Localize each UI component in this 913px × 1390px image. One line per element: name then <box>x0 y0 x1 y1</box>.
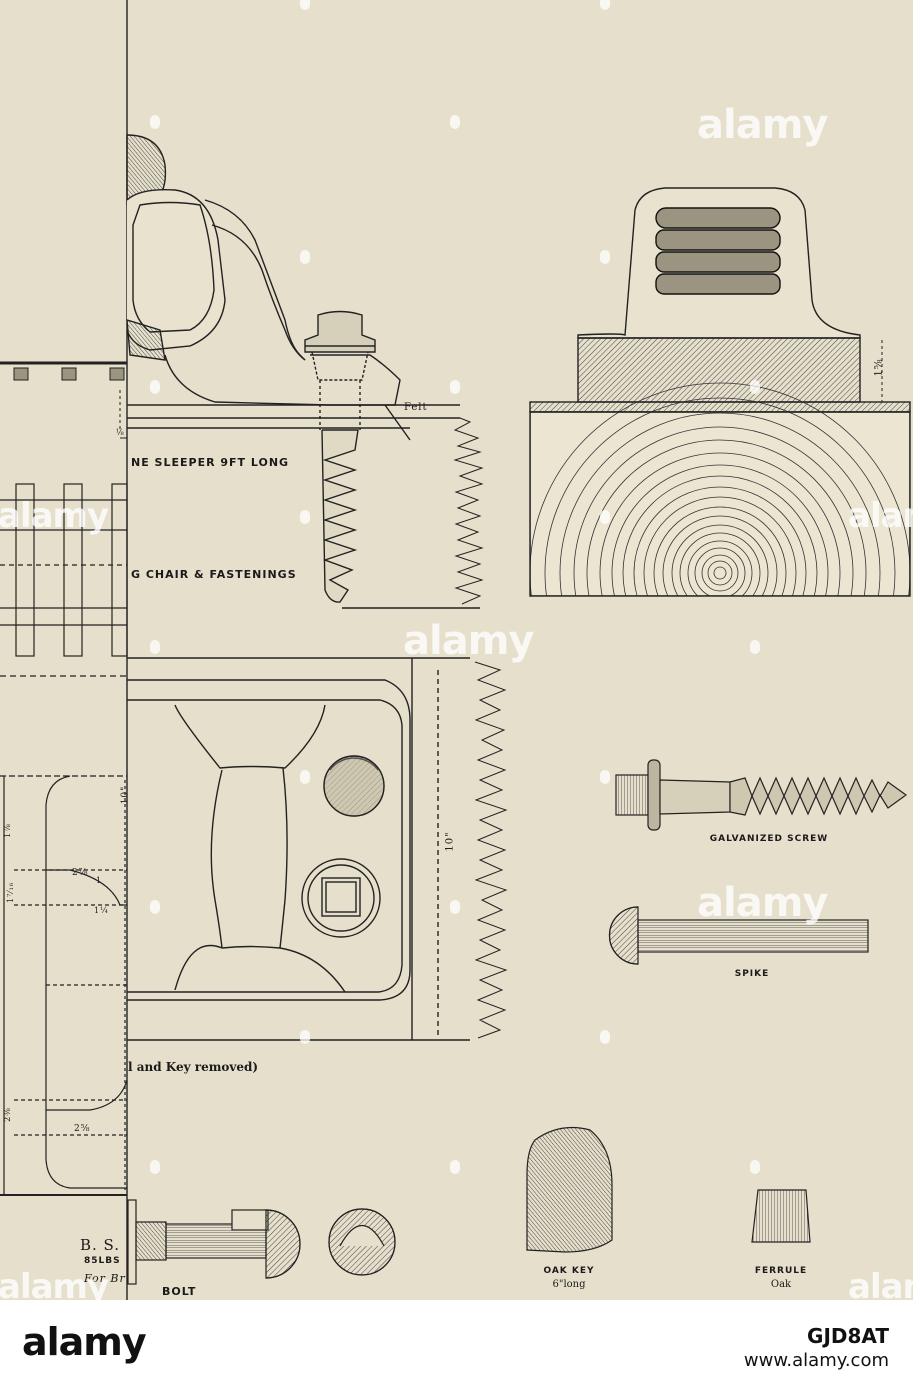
oak-key-caption: OAK KEY <box>543 1266 595 1276</box>
dimension-3: 2⅜ <box>2 1107 12 1122</box>
watermark-mark <box>150 640 160 654</box>
watermark-mark <box>300 510 310 524</box>
felt-label: Felt <box>404 402 428 413</box>
watermark-mark <box>450 900 460 914</box>
plate-width-dimension: 10" <box>444 831 456 852</box>
dimension-8: ⅛ <box>116 428 125 437</box>
watermark-logo: alamy <box>0 1267 109 1300</box>
key-removed-caption: l and Key removed) <box>128 1060 259 1074</box>
watermark-mark <box>300 1030 310 1044</box>
chair-plan-view <box>127 657 470 1041</box>
watermark-mark <box>600 1030 610 1044</box>
ferrule-material: Oak <box>770 1279 792 1290</box>
footer-logo[interactable]: alamy <box>22 1320 147 1364</box>
bs-weight-label: 85LBS <box>84 1256 121 1266</box>
dimension-2: 1⁷⁄₁₆ <box>6 881 16 904</box>
watermark-mark <box>450 380 460 394</box>
watermark-mark <box>600 250 610 264</box>
watermark-mark <box>150 380 160 394</box>
watermark-logo: alamy <box>697 880 828 926</box>
left-sleeper-plan <box>0 483 128 677</box>
footer-image-id: GJD8AT <box>807 1324 889 1348</box>
chair-height-dimension: 1⅝ <box>873 358 885 377</box>
watermark-mark <box>600 0 610 10</box>
watermark-mark <box>750 640 760 654</box>
watermark-mark <box>300 770 310 784</box>
watermark-mark <box>600 770 610 784</box>
dimension-5: 2⅝ <box>74 1124 91 1134</box>
bolt-caption: BOLT <box>162 1285 197 1298</box>
chair-fastenings-caption: G CHAIR & FASTENINGS <box>131 568 297 581</box>
galvanized-screw-drawing <box>615 759 908 831</box>
galvanized-screw-caption: GALVANIZED SCREW <box>709 834 829 844</box>
watermark-mark <box>600 510 610 524</box>
bs-label: B. S. <box>80 1236 121 1254</box>
left-height-dimension: 10" <box>120 785 131 805</box>
dimension-7: 1 <box>96 876 103 885</box>
spike-caption: SPIKE <box>734 969 770 979</box>
oak-key-drawing <box>526 1127 613 1253</box>
bolt-drawing <box>127 1199 396 1285</box>
sleeper-caption: NE SLEEPER 9FT LONG <box>131 456 290 469</box>
watermark-logo: alamy <box>0 496 109 536</box>
chair-side-elevation <box>126 134 480 609</box>
watermark-logo: alamy <box>848 1267 913 1300</box>
watermark-logo: alamy <box>697 102 828 148</box>
dimension-4: 2⅞ <box>72 868 89 878</box>
left-rail-section <box>0 775 128 1196</box>
watermark-mark <box>450 1160 460 1174</box>
stock-footer-bar: alamy GJD8AT www.alamy.com <box>0 1300 913 1390</box>
oak-key-length: 6"long <box>552 1279 586 1290</box>
engraving-drawing <box>0 0 913 1300</box>
watermark-mark <box>150 1160 160 1174</box>
ferrule-caption: FERRULE <box>754 1266 808 1276</box>
for-br-label: For Br <box>84 1272 126 1285</box>
watermark-logo: alamy <box>403 618 534 664</box>
ferrule-drawing <box>751 1189 811 1243</box>
dimension-1: 1⅞ <box>2 823 12 838</box>
watermark-mark <box>150 900 160 914</box>
left-rail-elevation <box>0 361 127 439</box>
watermark-mark <box>300 250 310 264</box>
rail-section-view <box>500 187 913 796</box>
watermark-logo: alamy <box>848 496 913 536</box>
spike-drawing <box>608 906 869 965</box>
watermark-mark <box>750 1160 760 1174</box>
watermark-mark <box>450 115 460 129</box>
watermark-mark <box>750 380 760 394</box>
watermark-mark <box>300 0 310 10</box>
watermark-mark <box>150 115 160 129</box>
break-line-plan <box>474 661 508 1039</box>
break-line-top <box>453 417 484 605</box>
footer-url[interactable]: www.alamy.com <box>743 1350 889 1371</box>
engraving-sheet: NE SLEEPER 9FT LONG G CHAIR & FASTENINGS… <box>0 0 913 1300</box>
dimension-6: 1¼ <box>94 906 109 915</box>
